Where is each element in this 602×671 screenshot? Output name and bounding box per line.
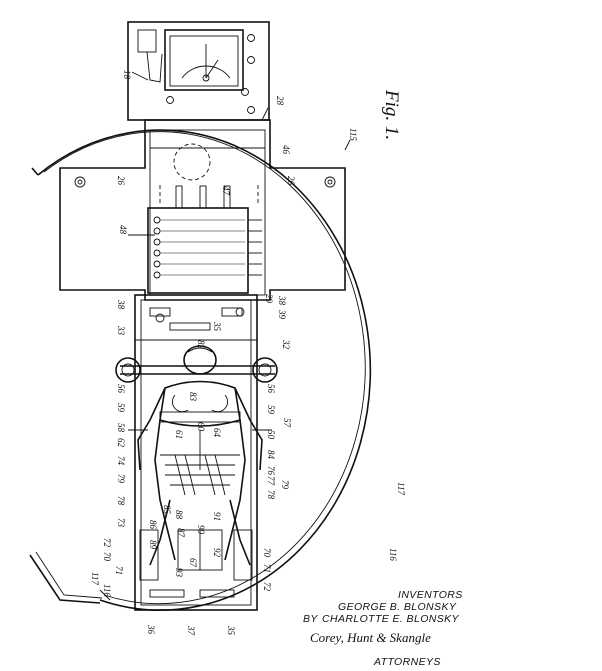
ref-58: 58 bbox=[116, 423, 126, 433]
ref-117-right: 117 bbox=[396, 482, 406, 495]
ref-84: 84 bbox=[266, 450, 276, 460]
ref-72-right: 72 bbox=[262, 582, 272, 592]
ref-91: 91 bbox=[212, 512, 222, 521]
inventors-label: INVENTORS bbox=[398, 589, 463, 601]
reference-numerals: 18 28 115 46 26 26 47 48 38 33 35 29 39 … bbox=[90, 70, 406, 636]
ref-89: 89 bbox=[148, 540, 158, 550]
ref-71-right: 71 bbox=[262, 564, 272, 573]
ref-35-top: 35 bbox=[212, 321, 222, 332]
attorney-signature: Corey, Hunt & Skangle bbox=[310, 630, 431, 645]
ref-74: 74 bbox=[116, 456, 126, 466]
ref-86: 86 bbox=[148, 520, 158, 530]
ref-79-left: 79 bbox=[116, 474, 126, 484]
table-frame bbox=[134, 294, 258, 611]
ref-33: 33 bbox=[116, 325, 126, 336]
ref-38-right: 38 bbox=[277, 295, 287, 306]
ref-78-left: 78 bbox=[116, 496, 126, 506]
ref-82: 82 bbox=[196, 340, 206, 350]
ref-115: 115 bbox=[348, 128, 358, 141]
ref-70-left: 70 bbox=[102, 552, 112, 562]
ref-67: 67 bbox=[188, 558, 198, 568]
ref-87: 87 bbox=[176, 528, 186, 538]
ref-78-right: 78 bbox=[266, 490, 276, 500]
ref-35-bottom: 35 bbox=[226, 625, 236, 636]
ref-79-right: 79 bbox=[280, 480, 290, 490]
ref-59-left: 59 bbox=[116, 403, 126, 413]
ref-26-right: 26 bbox=[286, 176, 296, 186]
ref-18: 18 bbox=[122, 70, 132, 80]
ref-73: 73 bbox=[116, 518, 126, 528]
ref-46: 46 bbox=[281, 145, 291, 155]
ref-62: 62 bbox=[116, 438, 126, 448]
ref-37: 37 bbox=[186, 625, 196, 636]
ref-83: 83 bbox=[188, 392, 198, 402]
ref-28: 28 bbox=[275, 96, 285, 106]
ref-116-left: 116 bbox=[102, 584, 112, 597]
ref-85: 85 bbox=[162, 505, 172, 515]
connector-block bbox=[147, 207, 262, 294]
ref-117-left: 117 bbox=[90, 572, 100, 585]
ref-72-left: 72 bbox=[102, 538, 112, 548]
ref-60: 60 bbox=[196, 422, 206, 432]
ref-116-right: 116 bbox=[388, 548, 398, 561]
ref-47: 47 bbox=[221, 186, 231, 196]
ref-64: 64 bbox=[212, 428, 222, 438]
attorneys-label: ATTORNEYS bbox=[373, 656, 441, 668]
leader-lines bbox=[99, 71, 351, 601]
ref-93: 93 bbox=[174, 568, 184, 578]
ref-29: 29 bbox=[264, 294, 274, 304]
ref-70-right: 70 bbox=[262, 548, 272, 558]
ref-92: 92 bbox=[212, 548, 222, 558]
ref-39: 39 bbox=[277, 309, 287, 320]
ref-32: 32 bbox=[281, 339, 291, 350]
ref-56-right: 56 bbox=[266, 384, 276, 394]
by-label: BY bbox=[303, 613, 318, 625]
caption-block: INVENTORS GEORGE B. BLONSKY BY CHARLOTTE… bbox=[303, 589, 463, 668]
ref-88: 88 bbox=[174, 510, 184, 520]
ref-76: 76 bbox=[266, 466, 276, 476]
ref-71-left: 71 bbox=[114, 566, 124, 575]
ref-50: 50 bbox=[266, 430, 276, 440]
indicator-box bbox=[127, 21, 270, 121]
inventor-charlotte: CHARLOTTE E. BLONSKY bbox=[322, 613, 460, 625]
ref-56-left: 56 bbox=[116, 384, 126, 394]
ref-48: 48 bbox=[118, 225, 128, 235]
ref-26-left: 26 bbox=[116, 176, 126, 186]
ref-61: 61 bbox=[174, 430, 184, 439]
inventor-george: GEORGE B. BLONSKY bbox=[338, 601, 457, 613]
ref-90: 90 bbox=[196, 525, 206, 535]
ref-36: 36 bbox=[146, 624, 156, 635]
shoulder-bar bbox=[115, 357, 278, 383]
ref-77: 77 bbox=[266, 476, 276, 486]
figure-label: Fig. 1. bbox=[381, 89, 402, 140]
ref-38-left: 38 bbox=[116, 299, 126, 310]
ref-57: 57 bbox=[282, 418, 292, 428]
cross-panel bbox=[59, 119, 346, 301]
patient-figure bbox=[137, 345, 263, 571]
ref-59-right: 59 bbox=[266, 405, 276, 415]
